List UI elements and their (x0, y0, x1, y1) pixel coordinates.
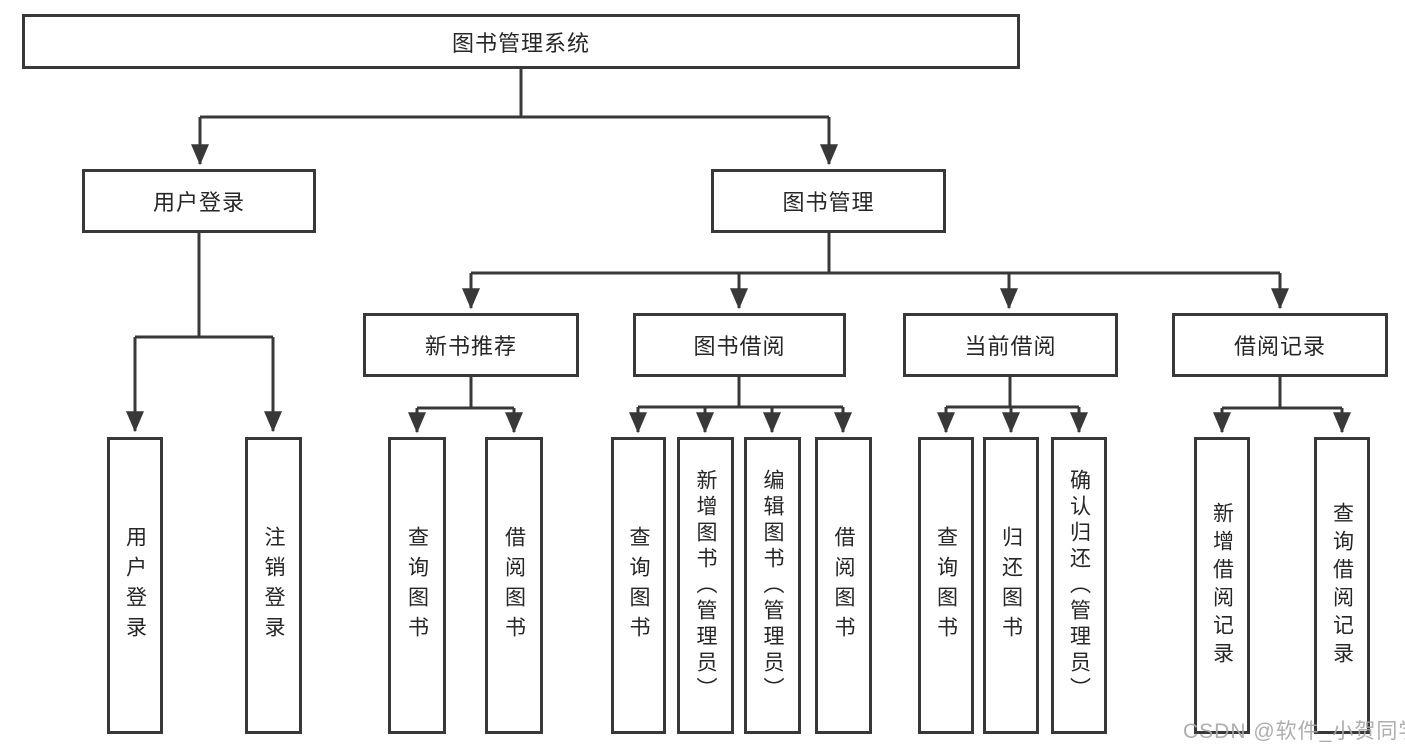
csdn-watermark: CSDN @软件_小贺同学 (1183, 720, 1405, 743)
node-root-system: 图书管理系统 (22, 14, 1020, 69)
node-label: 图书管理系统 (451, 30, 590, 56)
trunk-borrow-records (1222, 377, 1342, 410)
leaf-label: 借阅图书 (502, 525, 526, 646)
leaf-records-query-record: 查询借阅记录 (1314, 437, 1370, 734)
leaf-current-query-books: 查询图书 (918, 437, 974, 734)
leaf-current-confirm-return-admin: 确认归还（管理员） (1051, 437, 1107, 734)
trunk-new-book-rec (417, 377, 514, 410)
leaf-label: 编辑图书（管理员） (761, 468, 784, 703)
trunk-book-borrow (638, 377, 843, 409)
trunk-book-mgmt (471, 233, 1280, 275)
node-label: 新书推荐 (424, 334, 517, 359)
leaf-label: 查询借阅记录 (1330, 501, 1354, 670)
leaf-label: 新增图书（管理员） (694, 468, 717, 703)
trunk-root (200, 69, 829, 119)
leaf-current-return-books: 归还图书 (983, 437, 1039, 734)
node-borrow-records: 借阅记录 (1172, 313, 1388, 377)
leaf-label: 借阅图书 (832, 525, 855, 646)
leaf-label: 查询图书 (627, 525, 650, 646)
node-label: 用户登录 (152, 190, 245, 215)
leaf-label: 确认归还（管理员） (1067, 468, 1091, 703)
leaf-records-add-record: 新增借阅记录 (1194, 437, 1250, 734)
leaf-label: 查询图书 (934, 525, 958, 646)
leaf-user-login: 用户登录 (107, 437, 163, 734)
leaf-label: 新增借阅记录 (1210, 501, 1234, 670)
trunk-user-login (135, 233, 273, 339)
leaf-logout: 注销登录 (245, 437, 302, 734)
leaf-label: 归还图书 (999, 525, 1023, 646)
leaf-rec-borrow-books: 借阅图书 (485, 437, 543, 734)
leaf-label: 查询图书 (405, 525, 429, 646)
trunk-current-borrow (946, 377, 1079, 409)
leaf-borrow-edit-books-admin: 编辑图书（管理员） (744, 437, 801, 734)
leaf-label: 用户登录 (123, 525, 147, 646)
node-user-login: 用户登录 (82, 169, 316, 233)
leaf-rec-query-books: 查询图书 (388, 437, 446, 734)
node-book-borrow: 图书借阅 (633, 313, 846, 377)
node-label: 借阅记录 (1233, 334, 1326, 359)
node-label: 图书借阅 (693, 334, 786, 359)
node-book-mgmt: 图书管理 (711, 169, 946, 233)
leaf-label: 注销登录 (262, 525, 285, 646)
leaf-borrow-borrow-books: 借阅图书 (815, 437, 872, 734)
node-label: 图书管理 (782, 190, 875, 215)
leaf-borrow-add-books-admin: 新增图书（管理员） (677, 437, 734, 734)
node-new-book-rec: 新书推荐 (363, 313, 579, 377)
node-label: 当前借阅 (964, 334, 1057, 359)
node-current-borrow: 当前借阅 (903, 313, 1118, 377)
leaf-borrow-query-books: 查询图书 (611, 437, 666, 734)
